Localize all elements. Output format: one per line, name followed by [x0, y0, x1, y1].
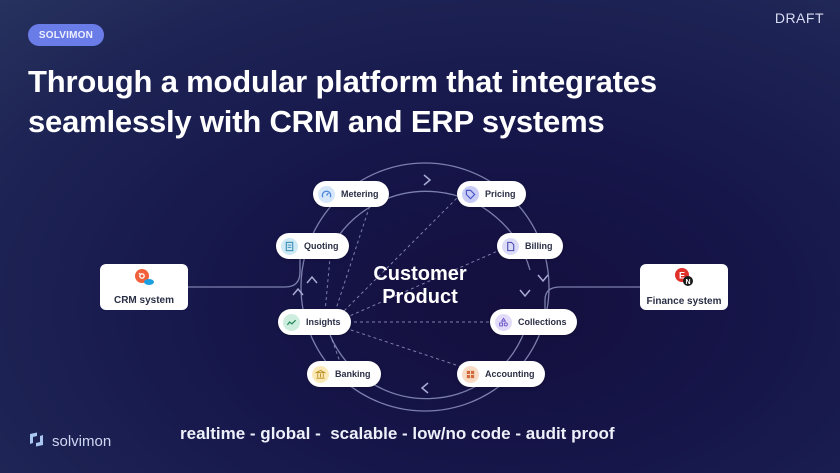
node-label: Insights: [306, 317, 341, 327]
finance-system-label: Finance system: [646, 296, 722, 307]
node-label: Accounting: [485, 369, 535, 379]
node-label: Quoting: [304, 241, 339, 251]
node-label: Metering: [341, 189, 379, 199]
node-label: Billing: [525, 241, 553, 251]
node-quoting[interactable]: Quoting: [276, 233, 349, 259]
svg-text:N: N: [685, 279, 690, 286]
center-label: Customer Product: [340, 263, 500, 309]
center-label-line1: Customer: [373, 263, 467, 285]
brand-badge: SOLVIMON: [28, 24, 104, 46]
footer-logo-text: solvimon: [52, 433, 112, 450]
node-label: Pricing: [485, 189, 516, 199]
node-label: Collections: [518, 317, 567, 327]
dash-insights-quoting: [324, 257, 331, 313]
center-label-line2: Product: [382, 286, 458, 308]
arrow-bottom: [420, 382, 429, 394]
hubspot-salesforce-icon: [133, 268, 155, 291]
solvimon-logo-icon: [28, 431, 45, 452]
file-icon: [502, 237, 519, 255]
node-billing[interactable]: Billing: [497, 233, 563, 259]
document-list-icon: [281, 237, 298, 255]
tag-icon: [462, 185, 479, 203]
node-pricing[interactable]: Pricing: [457, 181, 526, 207]
ledger-icon: [462, 365, 479, 383]
crm-system-card[interactable]: CRM system: [100, 264, 188, 310]
node-metering[interactable]: Metering: [313, 181, 389, 207]
outer-cycle-ring: [300, 162, 550, 412]
dash-insights-billing: [344, 249, 501, 319]
arrow-right-1: [519, 289, 531, 298]
finance-connector: [544, 286, 640, 312]
arrow-left-1: [292, 287, 304, 296]
node-collections[interactable]: Collections: [490, 309, 577, 335]
dash-insights-banking: [329, 333, 341, 363]
gauge-icon: [318, 185, 335, 203]
arrow-left-2: [306, 275, 318, 284]
svg-text:E: E: [679, 271, 685, 281]
node-banking[interactable]: Banking: [307, 361, 381, 387]
node-label: Banking: [335, 369, 371, 379]
crm-connector: [187, 255, 301, 288]
crm-system-label: CRM system: [113, 295, 175, 306]
node-accounting[interactable]: Accounting: [457, 361, 545, 387]
bank-icon: [312, 365, 329, 383]
dash-insights-metering: [334, 204, 371, 313]
trend-line-icon: [283, 313, 300, 331]
shapes-icon: [495, 313, 512, 331]
footer-logo: solvimon: [28, 431, 111, 452]
node-insights[interactable]: Insights: [278, 309, 351, 335]
slide-title: Through a modular platform that integrat…: [28, 64, 657, 139]
footer-tagline: realtime - global - scalable - low/no co…: [180, 424, 615, 443]
arrow-right-2: [537, 274, 549, 283]
arrow-top: [423, 174, 432, 186]
draft-label: DRAFT: [774, 10, 824, 26]
dash-insights-pricing: [339, 194, 461, 316]
